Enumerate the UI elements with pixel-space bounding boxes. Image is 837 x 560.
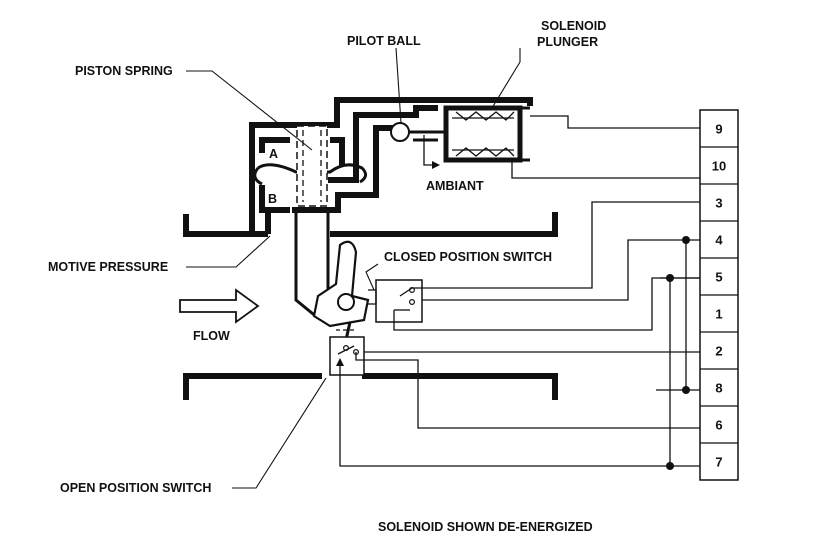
piston-rod [294,125,330,320]
caption: SOLENOID SHOWN DE-ENERGIZED [378,520,593,534]
leader-lines [186,47,521,489]
chamber-b-label: B [268,192,277,206]
flow-arrow [179,288,260,324]
terminal-1: 1 [715,307,722,322]
terminal-2: 2 [715,344,722,359]
terminal-4: 4 [715,233,723,248]
wire-junctions [666,236,690,470]
solenoid-plunger [443,105,530,163]
flow-label: FLOW [193,329,230,343]
duct-upper-wall [183,212,558,237]
ambiant-label: AMBIANT [426,179,484,193]
terminal-6: 6 [715,418,722,433]
closed-position-switch [368,279,423,323]
ambiant-vent [423,135,440,169]
terminal-9: 9 [715,122,722,137]
diaphragm [253,163,367,186]
terminal-5: 5 [715,270,722,285]
pilot-ball-label: PILOT BALL [347,34,421,48]
motive-pressure-label: MOTIVE PRESSURE [48,260,168,274]
plunger-label: PLUNGER [537,35,598,49]
open-position-switch [329,336,365,376]
closed-switch-label: CLOSED POSITION SWITCH [384,250,552,264]
pilot-ball [390,122,410,142]
piston-housing [249,97,533,237]
piston-spring-label: PISTON SPRING [75,64,173,78]
duct-lower-wall [183,373,558,400]
terminal-3: 3 [715,196,722,211]
terminal-10: 10 [712,159,726,174]
terminal-8: 8 [715,381,722,396]
chamber-a-label: A [269,147,278,161]
open-switch-label: OPEN POSITION SWITCH [60,481,211,495]
terminal-block: 9 10 3 4 5 1 2 8 6 7 [699,109,739,481]
butterfly-lever [312,240,370,341]
terminal-7: 7 [715,455,722,470]
solenoid-label: SOLENOID [541,19,606,33]
